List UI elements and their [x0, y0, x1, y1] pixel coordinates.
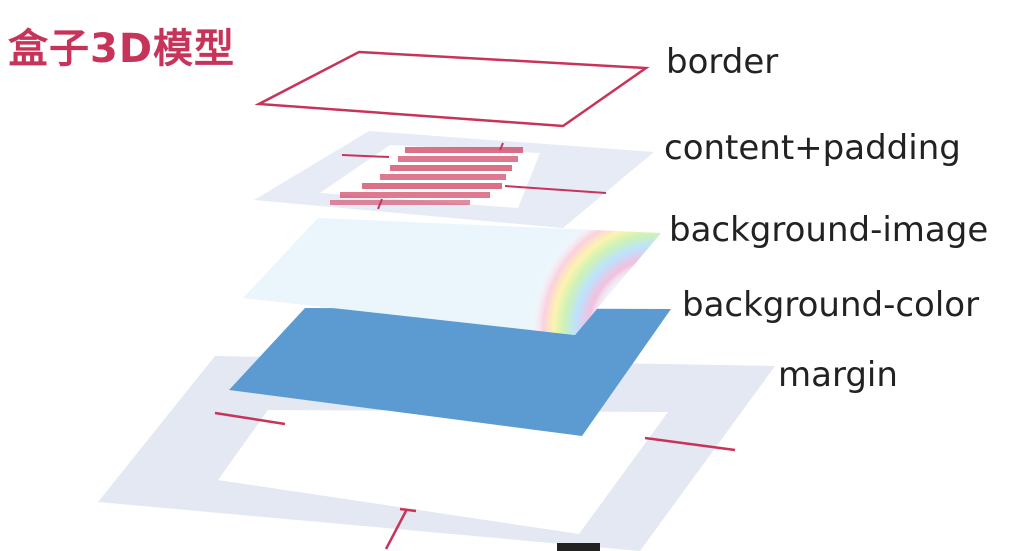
border-layer	[254, 50, 650, 128]
background-image-label: background-image	[669, 210, 989, 250]
background-color-layer	[229, 308, 671, 436]
border-label: border	[666, 42, 779, 82]
margin-left-marker	[214, 411, 286, 426]
margin-right-marker	[644, 436, 736, 452]
margin-label: margin	[778, 355, 898, 395]
content-padding-layer	[254, 131, 654, 228]
margin-bottom-marker	[384, 508, 409, 550]
margin-layer	[98, 356, 775, 551]
content-text-block	[330, 147, 523, 205]
background-color-label: background-color	[682, 285, 980, 325]
page-title: 盒子3D模型	[8, 26, 236, 72]
video-control-tab[interactable]	[557, 543, 600, 551]
content-padding-label: content+padding	[664, 128, 961, 168]
